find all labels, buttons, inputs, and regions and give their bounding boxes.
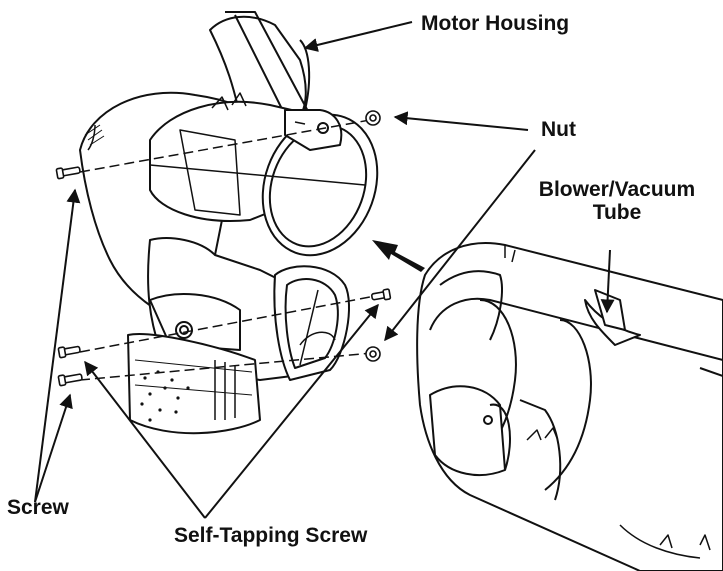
alignment-lines	[79, 119, 373, 381]
screw-top	[55, 166, 81, 180]
hardware	[55, 110, 392, 387]
label-self-tapping-screw: Self-Tapping Screw	[174, 524, 368, 547]
nut-top	[365, 110, 381, 126]
label-motor-housing: Motor Housing	[421, 12, 570, 35]
label-screw: Screw	[7, 496, 69, 519]
label-blower-vacuum-line2: Tube	[592, 201, 642, 225]
insertion-arrow	[372, 240, 425, 272]
label-nut: Nut	[541, 118, 576, 141]
screw-low	[57, 373, 83, 387]
nut-bottom	[365, 346, 381, 362]
screw-mid	[57, 345, 81, 359]
screw-right	[370, 288, 392, 301]
blower-vacuum-tube-drawing	[416, 242, 723, 571]
label-blower-vacuum-line1: Blower/Vacuum	[538, 178, 696, 201]
leader-arrows	[34, 21, 615, 519]
motor-housing-drawing	[79, 11, 379, 435]
label-blower-vacuum-tube: Blower/Vacuum Tube	[522, 178, 712, 224]
